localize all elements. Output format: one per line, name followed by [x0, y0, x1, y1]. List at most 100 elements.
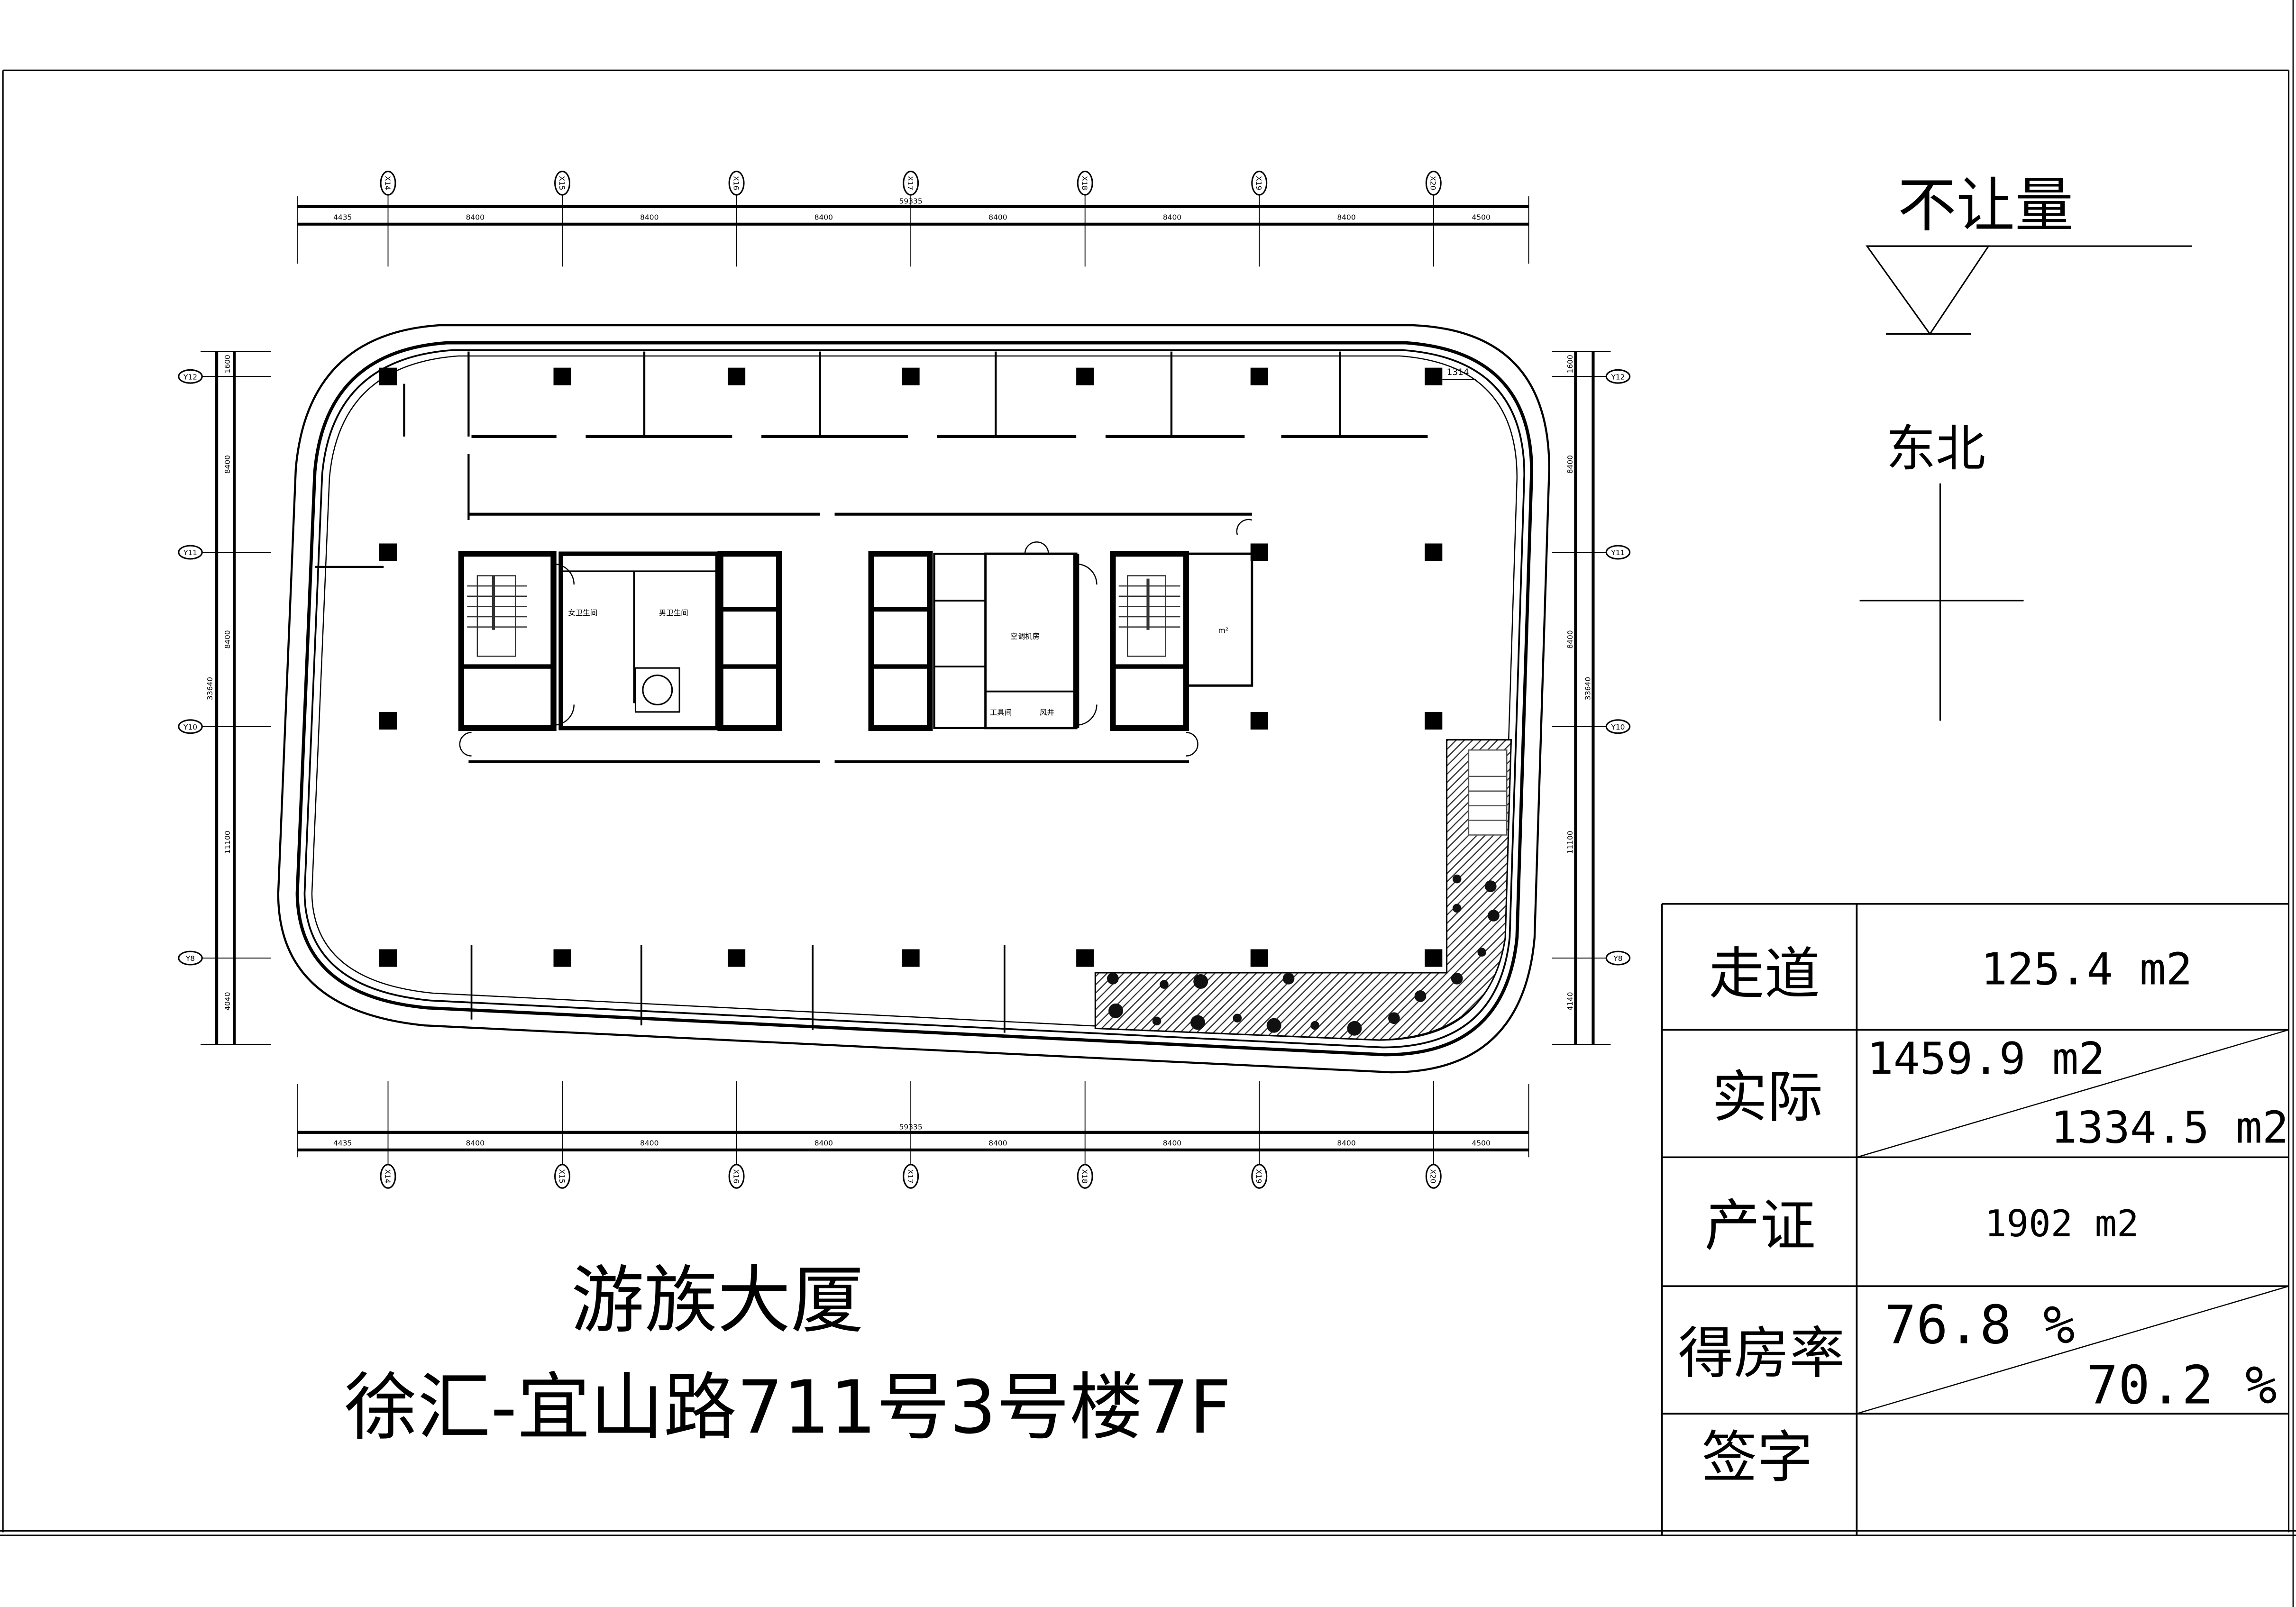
grid-label-x20: X20	[1429, 1169, 1437, 1183]
room-label-womens-wc: 女卫生间	[568, 608, 597, 617]
grid-label-x18: X18	[1080, 1169, 1089, 1183]
grid-label-y8: Y8	[185, 954, 195, 963]
corridor-label: 走道	[1709, 941, 1820, 1006]
grid-bubble	[1077, 171, 1093, 196]
terrace-stair-icon	[1468, 749, 1508, 836]
planter-icon	[1310, 1021, 1319, 1030]
grid-bubble	[1077, 1164, 1093, 1189]
structural-column	[1076, 949, 1094, 967]
dimension-left-segment: 11100	[223, 831, 232, 854]
grid-label-y11: Y11	[1610, 548, 1625, 557]
structural-columns	[379, 367, 1443, 967]
dimension-right-segment: 4140	[1566, 992, 1574, 1011]
room-labels: 女卫生间 男卫生间 工具间 风井 空调机房 m² 1314	[568, 367, 1476, 717]
grid-label-x16: X16	[732, 176, 740, 190]
dimension-top-segment: 4500	[1472, 213, 1491, 222]
grid-bubble	[1605, 950, 1631, 966]
structural-column	[728, 367, 746, 385]
dimension-top-segment: 8400	[988, 213, 1007, 222]
structural-column	[379, 367, 397, 385]
grid-bubble	[554, 171, 571, 196]
dimension-bottom-total: 59335	[899, 1123, 923, 1132]
room-label-air-shaft: 风井	[1040, 708, 1054, 717]
grid-label-y12: Y12	[1610, 373, 1625, 381]
grid-bubble	[178, 545, 203, 560]
grid-label-y10: Y10	[1610, 723, 1625, 731]
grid-bubble	[380, 1164, 396, 1189]
structural-column	[1250, 949, 1268, 967]
room-label-area-unit: m²	[1218, 626, 1228, 635]
room-label-mens-wc: 男卫生间	[659, 609, 688, 617]
building-envelope	[277, 324, 1550, 1074]
dimension-bottom-segment: 8400	[466, 1139, 485, 1148]
grid-label-x17: X17	[906, 176, 915, 190]
dimension-top-segment: 8400	[1163, 213, 1181, 222]
corridor-value: 125.4 m2	[1981, 944, 2192, 995]
grid-bubble	[903, 171, 919, 196]
level-triangle-icon	[1866, 245, 1990, 336]
corner-offset-dimension: 1314	[1447, 367, 1469, 377]
dimension-bottom-segment: 4435	[333, 1139, 352, 1148]
planter-icon	[1152, 1016, 1162, 1026]
grid-axes: X14X14X15X15X16X16X17X17X18X18X19X19X20X…	[178, 171, 1631, 1189]
area-summary-text: 走道 125.4 m2 实际 1459.9 m2 1334.5 m2 产证 19…	[1678, 941, 2289, 1490]
grid-label-x20: X20	[1429, 176, 1437, 190]
grid-label-y11: Y11	[183, 548, 197, 557]
grid-bubble	[178, 369, 203, 384]
structural-column	[1076, 367, 1094, 385]
grid-bubble	[178, 719, 203, 734]
dimension-bottom-segment: 8400	[640, 1139, 659, 1148]
structural-column	[379, 543, 397, 561]
orientation-indicator: 东北	[1859, 420, 2024, 721]
actual-value-gross: 1459.9 m2	[1867, 1033, 2105, 1084]
grid-bubble	[1605, 719, 1631, 734]
planter-icon	[1452, 904, 1462, 913]
structural-column	[553, 949, 571, 967]
planter-icon	[1190, 1015, 1205, 1030]
room-label-tool-room: 工具间	[990, 708, 1012, 717]
dimension-top-segment: 8400	[1337, 213, 1355, 222]
dimension-right-segment: 1600	[1566, 355, 1574, 373]
planter-icon	[1414, 990, 1427, 1002]
grid-bubble	[1425, 1164, 1442, 1189]
grid-bubble	[728, 171, 745, 196]
grid-label-y12: Y12	[183, 373, 197, 381]
planter-icon	[1193, 974, 1208, 989]
not-counted-label: 不让量	[1898, 172, 2074, 240]
structural-column	[379, 712, 397, 730]
certificate-label: 产证	[1704, 1194, 1816, 1259]
actual-label: 实际	[1712, 1065, 1823, 1130]
planter-icon	[1488, 910, 1500, 922]
structural-column	[379, 949, 397, 967]
grid-bubble	[1251, 1164, 1268, 1189]
structural-column	[728, 949, 746, 967]
grid-bubble	[903, 1164, 919, 1189]
grid-label-x19: X19	[1254, 1169, 1263, 1183]
dimension-left-segment: 1600	[223, 355, 232, 373]
dimension-right-segment: 8400	[1566, 630, 1574, 648]
grid-bubble	[1605, 545, 1631, 560]
not-counted-legend: 不让量	[1866, 172, 2192, 336]
planting	[1107, 874, 1500, 1036]
dimension-bottom-segment: 8400	[988, 1139, 1007, 1148]
dimension-left-segment: 8400	[223, 455, 232, 474]
dimension-bottom-segment: 8400	[1337, 1139, 1355, 1148]
room-label-ac-room: 空调机房	[1010, 632, 1040, 640]
signature-label: 签字	[1701, 1425, 1813, 1490]
grid-label-x15: X15	[558, 1169, 566, 1183]
dimension-left-segment: 8400	[223, 630, 232, 648]
grid-bubble	[1605, 369, 1631, 384]
grid-bubble	[178, 950, 203, 966]
dimension-right-segment: 11100	[1566, 831, 1574, 854]
dimension-lines	[201, 196, 1611, 1158]
dimension-top-segment: 8400	[640, 213, 659, 222]
structural-column	[1425, 367, 1443, 385]
planter-icon	[1108, 1003, 1123, 1018]
dimension-left-total: 33640	[206, 677, 214, 700]
structural-column	[1425, 949, 1443, 967]
dimension-bottom-segment: 4500	[1472, 1139, 1491, 1148]
efficiency-value-gross: 76.8 %	[1884, 1295, 2075, 1356]
dimension-left-segment: 4040	[223, 992, 232, 1011]
door-swings	[459, 519, 1253, 757]
